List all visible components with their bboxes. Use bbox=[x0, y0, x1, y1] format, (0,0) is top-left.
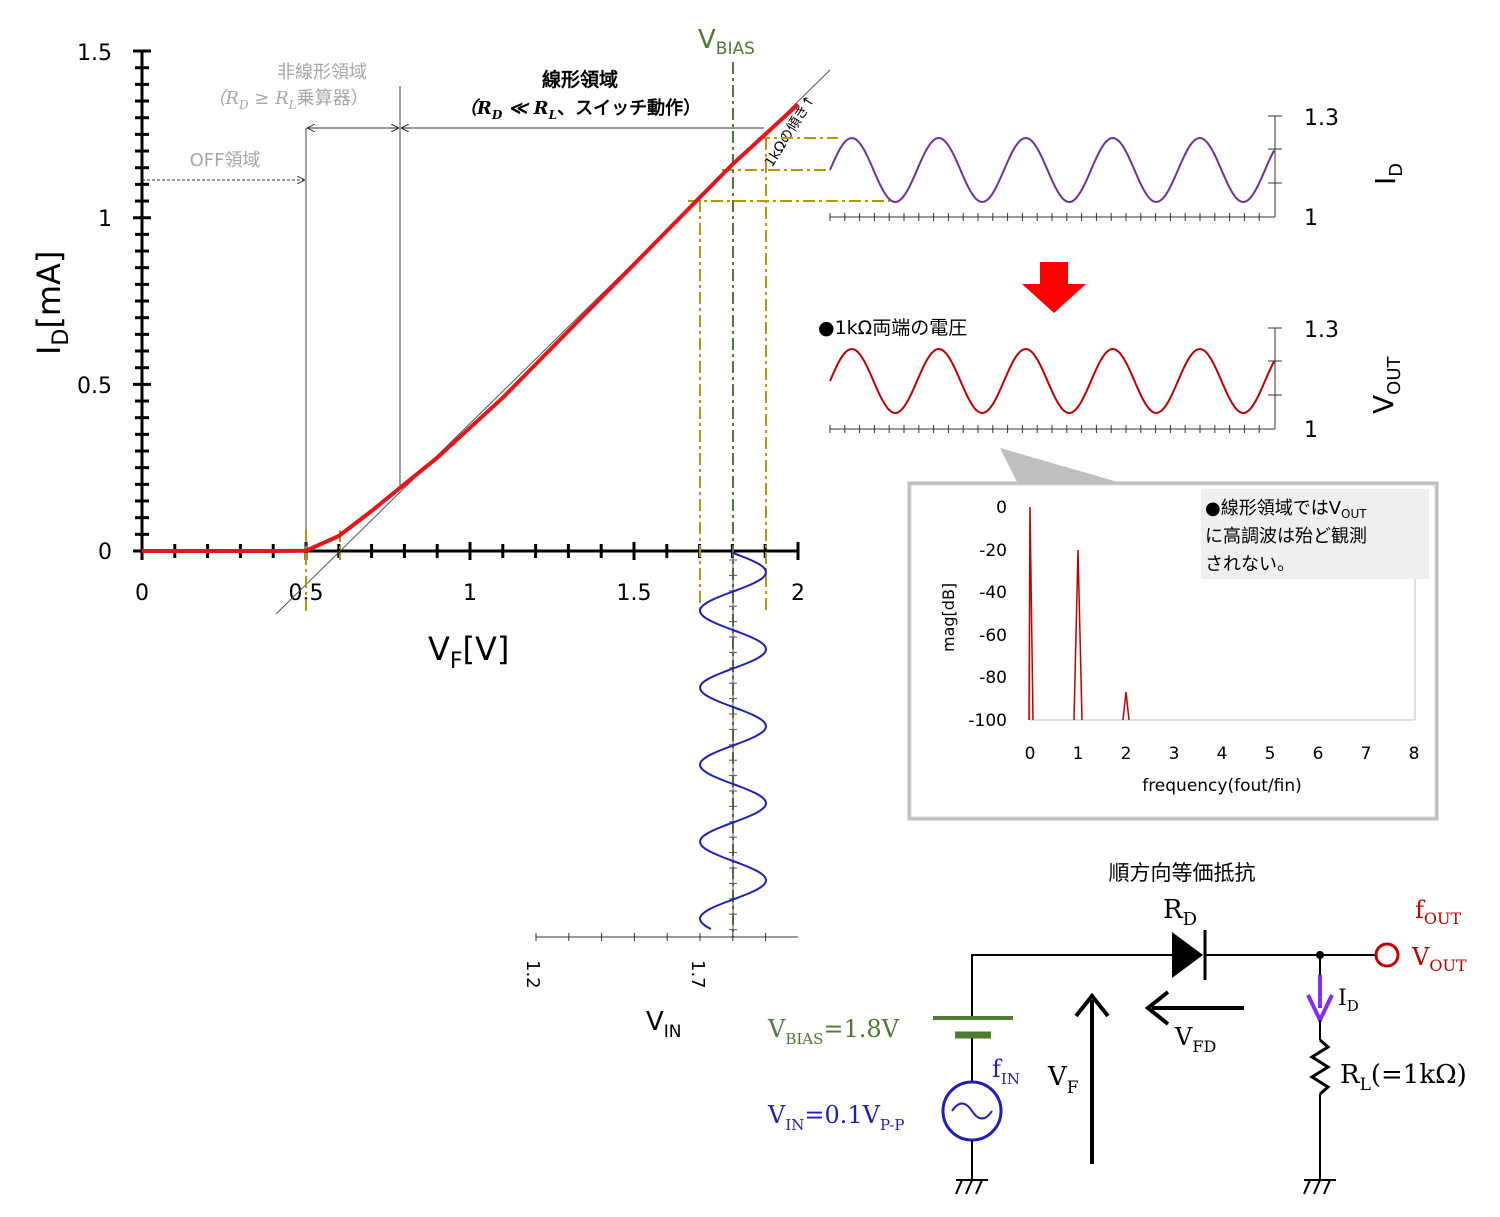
bias-label: VBIAS bbox=[698, 25, 755, 59]
id-waveform: 1.3 1 ID bbox=[829, 106, 1407, 231]
off-region-label: OFF領域 bbox=[190, 150, 261, 171]
vin-circuit-label: VIN=0.1VP-P bbox=[767, 1101, 904, 1134]
spectrum-x-tick: 0 bbox=[1025, 744, 1036, 764]
x-tick-label: 1.5 bbox=[617, 581, 652, 606]
vbias-circuit-label: VBIAS=1.8V bbox=[767, 1015, 900, 1048]
spectrum-x-tick: 6 bbox=[1313, 744, 1324, 764]
vout-tick-bottom: 1 bbox=[1304, 418, 1318, 443]
spectrum-peak-fundamental bbox=[1073, 549, 1083, 721]
spectrum-x-tick: 3 bbox=[1169, 744, 1180, 764]
spectrum-peak-2nd-harmonic bbox=[1122, 691, 1130, 721]
junction-dot bbox=[1316, 951, 1324, 959]
spectrum-x-tick: 2 bbox=[1121, 744, 1132, 764]
vin-tick-label: 1.7 bbox=[687, 960, 708, 989]
spectrum-y-tick: -80 bbox=[979, 668, 1007, 688]
vin-wave-label: VIN bbox=[646, 1007, 682, 1042]
ac-sine-glyph bbox=[951, 1102, 993, 1120]
output-terminal bbox=[1374, 942, 1400, 968]
id-wave-ticks bbox=[829, 213, 1260, 221]
resistor-icon bbox=[1309, 1038, 1331, 1096]
fin-label: fIN bbox=[992, 1055, 1020, 1088]
linear-region-label: 線形領域 bbox=[542, 68, 618, 91]
y-tick-label: 1.5 bbox=[77, 41, 112, 66]
y-tick-label: 0.5 bbox=[77, 374, 112, 399]
vf-arrow-icon bbox=[1074, 992, 1110, 1018]
spectrum-x-tick: 7 bbox=[1361, 744, 1372, 764]
main-axis-ticks bbox=[133, 49, 800, 560]
vout-terminal-label: VOUT bbox=[1411, 943, 1467, 975]
id-wave-label: ID bbox=[1369, 163, 1407, 185]
spectrum-x-tick: 8 bbox=[1409, 744, 1420, 764]
spectrum-peak-dc bbox=[1028, 506, 1034, 721]
vf-label: VF bbox=[1047, 1062, 1079, 1098]
vin-wave-time-ticks bbox=[729, 559, 737, 931]
vin-sine-wave bbox=[698, 552, 768, 930]
id-vf-chart: 0 0.5 1 1.5 2 0 0.5 1 1.5 ID[mA] VF[V] 1… bbox=[30, 25, 890, 937]
vin-wave-ticks bbox=[535, 933, 767, 941]
vout-wave-label: VOUT bbox=[1367, 356, 1405, 414]
spectrum-note-line1: ●線形領域ではVOUT bbox=[1205, 498, 1367, 521]
y-axis-title: ID[mA] bbox=[30, 251, 74, 355]
down-arrow-icon bbox=[1022, 262, 1086, 313]
spectrum-x-label: frequency(fout/fin) bbox=[1142, 776, 1302, 796]
spectrum-note-line2: に高調波は殆ど観測 bbox=[1205, 526, 1367, 547]
spectrum-y-tick: -100 bbox=[968, 711, 1007, 731]
y-tick-label: 0 bbox=[98, 540, 112, 565]
vout-sine-wave bbox=[829, 347, 1275, 415]
equivalent-circuit: 順方向等価抵抗 RD fOUT VOUT ID RL(=1kΩ) VFD VF bbox=[767, 861, 1467, 1195]
id-tick-bottom: 1 bbox=[1304, 206, 1318, 231]
spectrum-y-tick: -20 bbox=[979, 541, 1007, 561]
diode-icon bbox=[1172, 932, 1203, 978]
x-tick-label: 0 bbox=[135, 581, 149, 606]
vin-waveform: 1.2 1.7 VIN bbox=[522, 551, 798, 1042]
spectrum-frame-inner bbox=[910, 484, 1436, 818]
x-tick-label: 2 bbox=[791, 581, 805, 606]
vfd-label: VFD bbox=[1174, 1023, 1216, 1056]
ground-icon bbox=[955, 1179, 988, 1195]
vin-tick-label: 1.2 bbox=[522, 960, 543, 989]
iv-curve bbox=[142, 102, 800, 553]
projection-guides bbox=[305, 137, 890, 615]
y-tick-label: 1 bbox=[98, 207, 112, 232]
linear-region-sub: （RD ≪ RL、スイッチ動作） bbox=[459, 97, 701, 122]
callout-pointer bbox=[1000, 448, 1125, 484]
spectrum-x-tick: 4 bbox=[1217, 744, 1228, 764]
spectrum-y-label: mag[dB] bbox=[939, 583, 958, 652]
spectrum-note-line3: されない。 bbox=[1205, 554, 1295, 575]
fout-label: fOUT bbox=[1415, 896, 1461, 928]
rl-label: RL(=1kΩ) bbox=[1340, 1060, 1467, 1095]
circuit-title: 順方向等価抵抗 bbox=[1109, 861, 1256, 885]
nonlinear-region-sub: （RD ≥ RL乗算器） bbox=[207, 88, 368, 112]
id-sine-wave bbox=[829, 136, 1275, 204]
spectrum-x-tick: 1 bbox=[1073, 744, 1084, 764]
spectrum-note-box bbox=[1201, 489, 1429, 579]
id-circuit-label: ID bbox=[1338, 986, 1359, 1015]
vout-wave-ticks bbox=[829, 425, 1260, 433]
ground-icon bbox=[1303, 1179, 1336, 1195]
vout-waveform: ●1kΩ両端の電圧 1.3 1 VOUT bbox=[818, 317, 1405, 443]
spectrum-y-tick: -40 bbox=[979, 583, 1007, 603]
wire-top-right bbox=[1205, 954, 1321, 975]
spectrum-y-tick: -60 bbox=[979, 626, 1007, 646]
spectrum-y-tick: 0 bbox=[996, 498, 1007, 518]
vfd-arrow-icon bbox=[1144, 990, 1170, 1026]
spectrum-x-tick: 5 bbox=[1265, 744, 1276, 764]
nonlinear-region-label: 非線形領域 bbox=[277, 62, 367, 83]
id-tick-top: 1.3 bbox=[1304, 106, 1339, 131]
x-tick-label: 1 bbox=[463, 581, 477, 606]
x-axis-title: VF[V] bbox=[428, 630, 509, 674]
vout-caption: ●1kΩ両端の電圧 bbox=[818, 317, 967, 339]
rd-label: RD bbox=[1163, 895, 1197, 930]
vout-tick-top: 1.3 bbox=[1304, 318, 1339, 343]
wire-top-left bbox=[971, 954, 1172, 1016]
spectrum-panel: 0 -20 -40 -60 -80 -100 0 1 2 3 4 5 6 7 8… bbox=[907, 481, 1439, 821]
